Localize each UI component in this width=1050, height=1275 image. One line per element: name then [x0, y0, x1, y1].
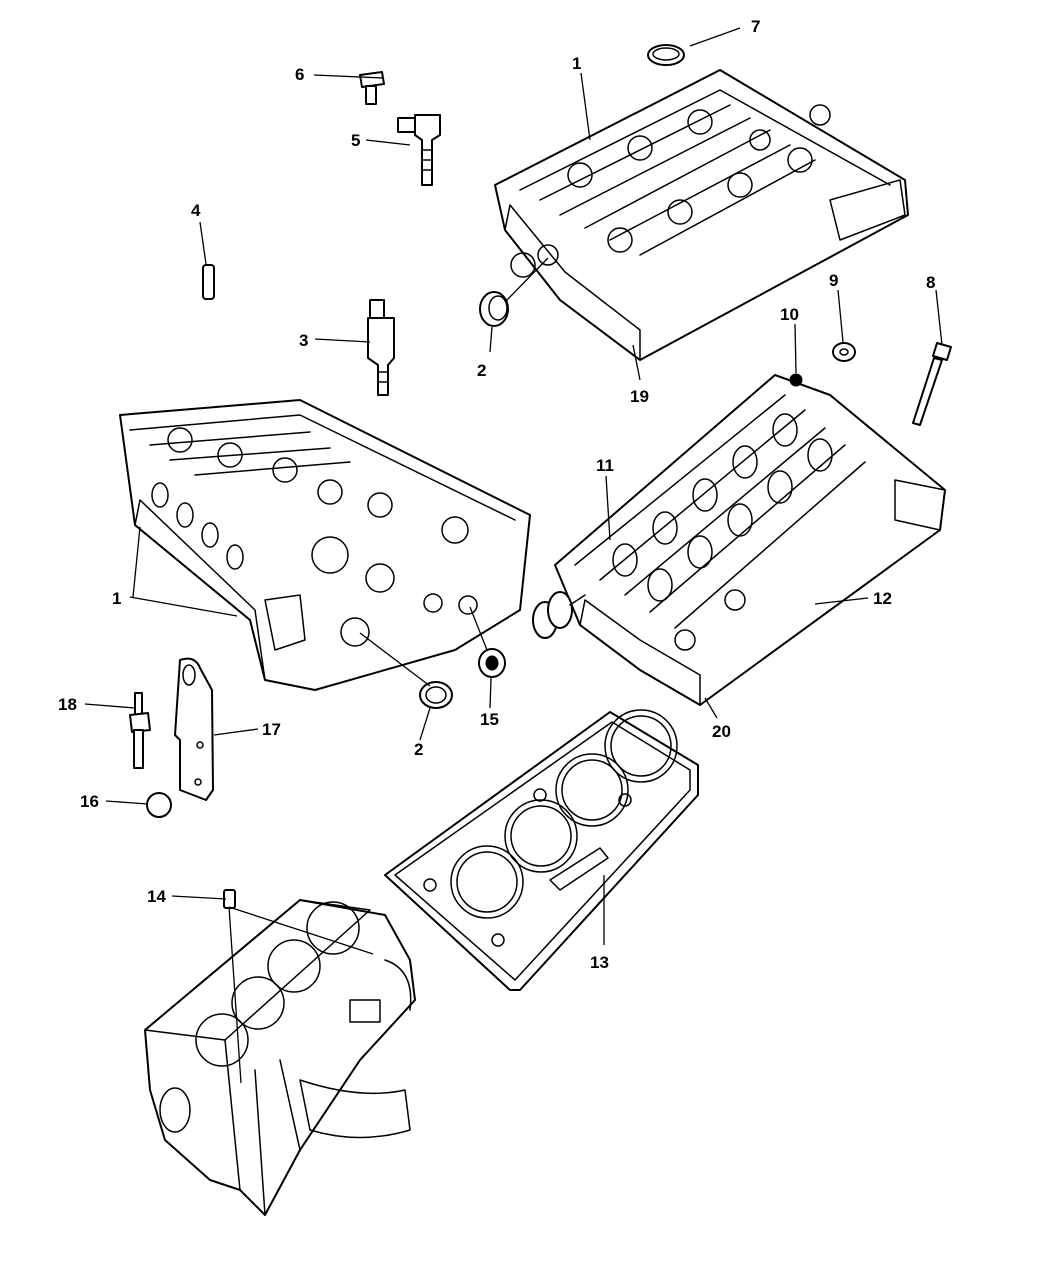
cylinder-head-left — [119, 399, 531, 691]
callout-9: 9 — [829, 271, 838, 290]
lifting-bracket-17 — [174, 657, 214, 801]
washer-9 — [832, 342, 856, 362]
callout-14: 14 — [147, 887, 166, 906]
oil-control-valve-5 — [397, 114, 441, 186]
callout-17: 17 — [262, 720, 281, 739]
callout-12: 12 — [873, 589, 892, 608]
engine-block — [144, 889, 416, 1216]
dowel-pin-4 — [202, 264, 215, 300]
cup-plug-upper — [479, 257, 549, 327]
callout-16: 16 — [80, 792, 99, 811]
callout-5: 5 — [351, 131, 360, 150]
callout-1-upper: 1 — [572, 54, 581, 73]
cup-plug-lower — [359, 632, 453, 709]
callout-6: 6 — [295, 65, 304, 84]
seal-ring-7 — [647, 44, 685, 66]
cylinder-head-top — [494, 69, 909, 361]
ball-plug-16 — [146, 792, 172, 818]
callout-2-lower: 2 — [414, 740, 423, 759]
plug-15 — [469, 606, 506, 678]
callout-7: 7 — [751, 17, 760, 36]
callout-1-left: 1 — [112, 589, 121, 608]
oil-control-valve-3 — [367, 299, 395, 396]
callout-18: 18 — [58, 695, 77, 714]
bolt-10 — [789, 373, 803, 387]
bolt-6 — [359, 71, 385, 105]
callout-2-upper: 2 — [477, 361, 486, 380]
callout-13: 13 — [590, 953, 609, 972]
callouts: 1 1 2 2 3 4 5 6 7 8 9 10 11 12 13 14 15 … — [58, 17, 935, 972]
callout-19: 19 — [630, 387, 649, 406]
callout-15: 15 — [480, 710, 499, 729]
head-bolt-8 — [912, 342, 952, 426]
callout-3: 3 — [299, 331, 308, 350]
callout-4: 4 — [191, 201, 201, 220]
stud-bolt-18 — [129, 692, 151, 769]
callout-8: 8 — [926, 273, 935, 292]
callout-20: 20 — [712, 722, 731, 741]
callout-10: 10 — [780, 305, 799, 324]
cylinder-head-camshaft — [532, 374, 946, 706]
callout-11: 11 — [596, 456, 614, 475]
leader-lines — [84, 27, 943, 1084]
head-gasket-13 — [384, 709, 699, 991]
